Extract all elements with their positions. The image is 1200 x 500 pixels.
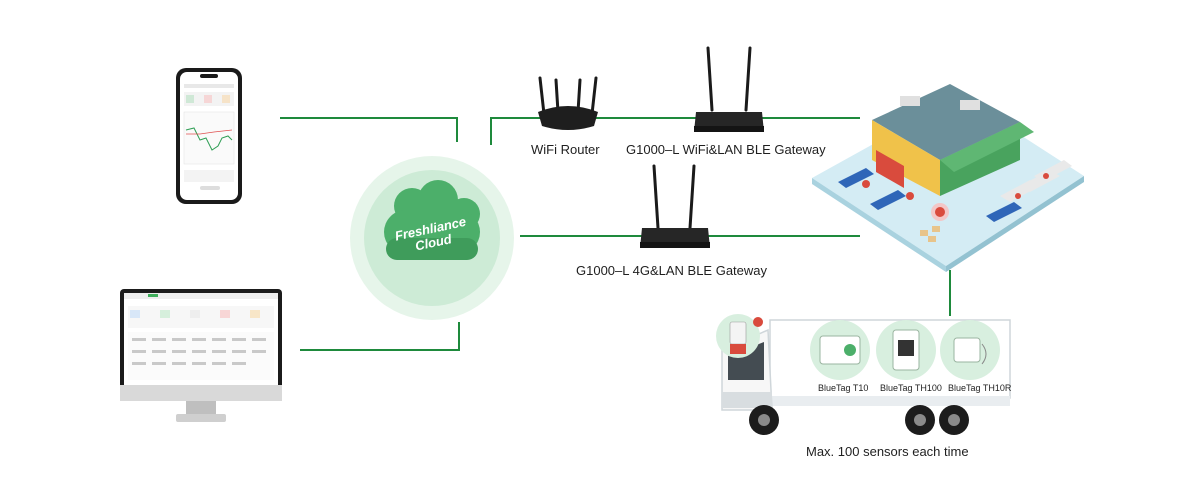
sensor-label-t10: BlueTag T10 — [818, 383, 869, 393]
smartphone-icon — [176, 68, 242, 204]
gateway-icon — [694, 46, 764, 132]
link-monitor-cloud — [300, 322, 460, 351]
router-icon — [538, 76, 598, 130]
sensor-th10r-icon — [940, 320, 1000, 380]
warehouse-icon — [812, 84, 1084, 272]
sensor-label-th100: BlueTag TH100 — [880, 383, 942, 393]
cloud-icon — [350, 156, 514, 320]
monitor-icon — [120, 289, 282, 422]
wifi-router-label: WiFi Router — [531, 142, 600, 157]
wifi-lan-gateway-label: G1000–L WiFi&LAN BLE Gateway — [626, 142, 826, 157]
link-phone-cloud — [280, 117, 458, 142]
sensor-t10-icon — [810, 320, 870, 380]
truck-caption: Max. 100 sensors each time — [806, 444, 969, 459]
sensor-label-th10r: BlueTag TH10R — [948, 383, 1012, 393]
truck-icon — [716, 314, 1011, 435]
gateway-4g-icon — [640, 164, 710, 248]
lte-lan-gateway-label: G1000–L 4G&LAN BLE Gateway — [576, 263, 768, 278]
sensor-th100-icon — [876, 320, 936, 380]
